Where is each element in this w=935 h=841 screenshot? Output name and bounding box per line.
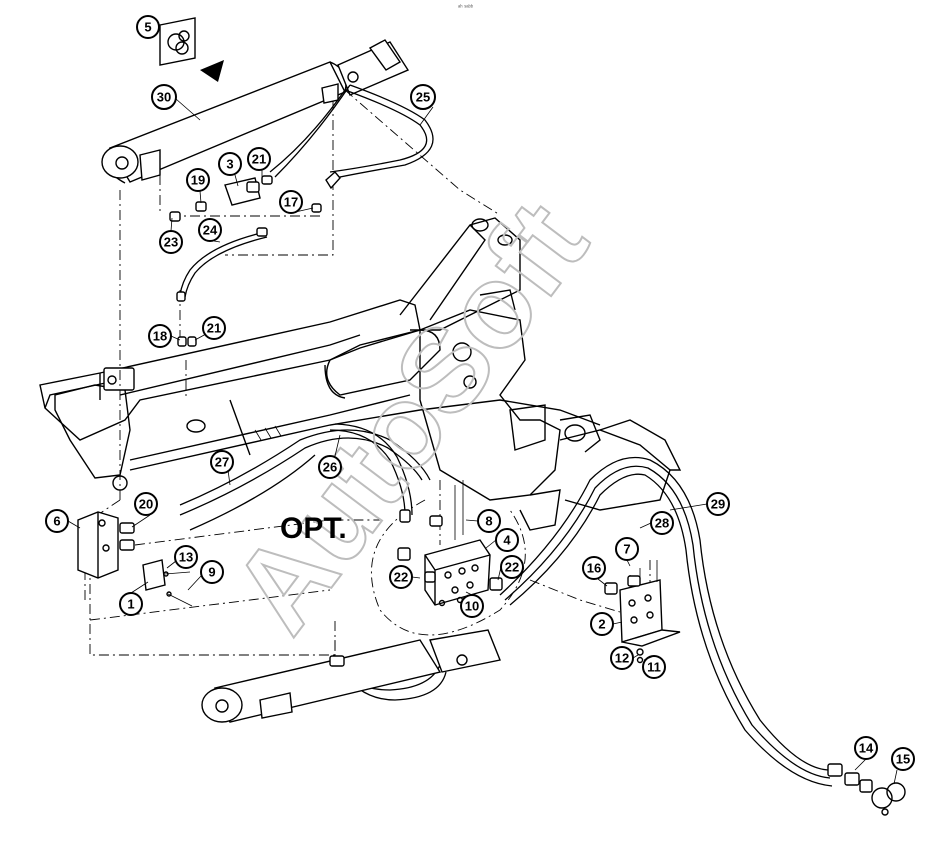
svg-text:13: 13 [179, 550, 193, 565]
callout-2: 2 [590, 612, 614, 636]
callout-21b: 21 [202, 316, 226, 340]
callout-28: 28 [650, 511, 674, 535]
opt-label: OPT. [280, 512, 347, 545]
svg-text:21: 21 [207, 321, 221, 336]
callout-18: 18 [148, 324, 172, 348]
callout-30: 30 [151, 84, 177, 110]
lower-cylinder [201, 629, 501, 723]
callout-13: 13 [174, 545, 198, 569]
callout-15: 15 [891, 747, 915, 771]
svg-text:3: 3 [226, 157, 233, 172]
svg-text:16: 16 [587, 561, 601, 576]
svg-text:22: 22 [505, 560, 519, 575]
callout-12: 12 [610, 646, 634, 670]
quick-couplers [827, 763, 906, 816]
leader-lines [67, 98, 898, 785]
seal-kit-icon [159, 17, 196, 66]
callout-6: 6 [45, 509, 69, 533]
callout-10: 10 [460, 594, 484, 618]
callout-23: 23 [159, 230, 183, 254]
svg-text:17: 17 [284, 195, 298, 210]
svg-text:10: 10 [465, 599, 479, 614]
svg-text:19: 19 [191, 173, 205, 188]
svg-text:12: 12 [615, 651, 629, 666]
callout-27: 27 [210, 450, 234, 474]
svg-text:30: 30 [157, 90, 171, 105]
svg-text:25: 25 [416, 90, 430, 105]
callout-21a: 21 [247, 147, 271, 171]
direction-arrow [200, 60, 224, 82]
callout-29: 29 [706, 492, 730, 516]
svg-text:14: 14 [859, 741, 874, 756]
svg-text:29: 29 [711, 497, 725, 512]
svg-text:7: 7 [623, 542, 630, 557]
callout-9: 9 [200, 560, 224, 584]
callout-22a: 22 [389, 565, 413, 589]
callout-1: 1 [119, 592, 143, 616]
callout-26: 26 [318, 455, 342, 479]
valve-block-center [397, 480, 503, 607]
callout-4: 4 [495, 528, 519, 552]
valve-block-left [77, 511, 193, 607]
svg-text:8: 8 [485, 514, 492, 529]
svg-text:24: 24 [203, 223, 218, 238]
callout-5: 5 [136, 15, 160, 39]
svg-text:22: 22 [394, 570, 408, 585]
svg-text:18: 18 [153, 329, 167, 344]
svg-text:11: 11 [647, 660, 661, 675]
svg-text:28: 28 [655, 516, 669, 531]
callout-8: 8 [477, 509, 501, 533]
bracket-plate [604, 560, 681, 664]
svg-text:6: 6 [53, 514, 60, 529]
svg-text:5: 5 [144, 20, 151, 35]
svg-text:2: 2 [598, 617, 605, 632]
svg-text:27: 27 [215, 455, 229, 470]
svg-text:4: 4 [503, 533, 511, 548]
callout-22b: 22 [500, 555, 524, 579]
callout-7: 7 [615, 537, 639, 561]
callout-14: 14 [854, 736, 878, 760]
svg-text:9: 9 [208, 565, 215, 580]
svg-text:23: 23 [164, 235, 178, 250]
loader-frame [39, 217, 682, 531]
fittings-top [169, 170, 341, 347]
callout-19: 19 [186, 168, 210, 192]
callout-17: 17 [279, 190, 303, 214]
svg-text:21: 21 [252, 152, 266, 167]
svg-text:1: 1 [127, 597, 134, 612]
callout-25: 25 [410, 84, 436, 110]
header-mark: ᵃʰ ˢᵃᵇᵇ [458, 4, 474, 11]
callout-20: 20 [134, 492, 158, 516]
callout-3: 3 [218, 152, 242, 176]
svg-text:26: 26 [323, 460, 337, 475]
callout-24: 24 [198, 218, 222, 242]
svg-text:15: 15 [896, 752, 910, 767]
svg-text:20: 20 [139, 497, 153, 512]
upper-cylinder [101, 39, 410, 184]
callout-16: 16 [582, 556, 606, 580]
